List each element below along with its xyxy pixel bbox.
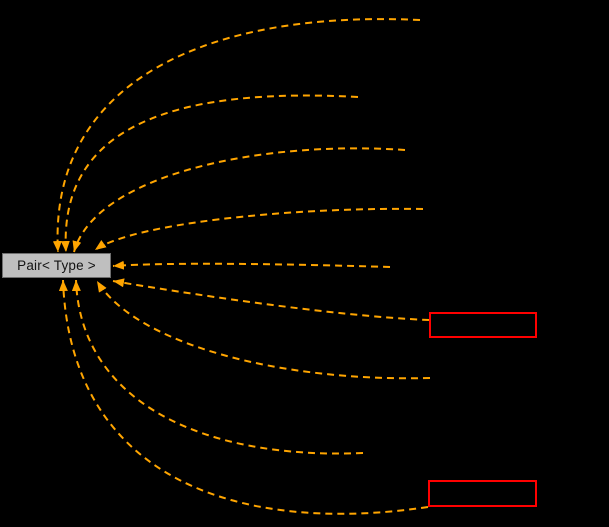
template-edge-5 [112,260,391,270]
truncated-node-2[interactable] [428,480,537,507]
template-edge-6 [112,278,430,321]
template-edge-9 [58,279,429,515]
main-node-label: Pair< Type > [17,258,96,273]
main-node-pair-type: Pair< Type > [2,253,111,278]
template-edge-4 [94,207,424,251]
template-edge-8 [71,279,364,455]
template-edge-1 [52,18,421,253]
template-edge-2 [60,94,359,253]
template-edge-7 [96,280,431,380]
truncated-node-1[interactable] [429,312,537,338]
